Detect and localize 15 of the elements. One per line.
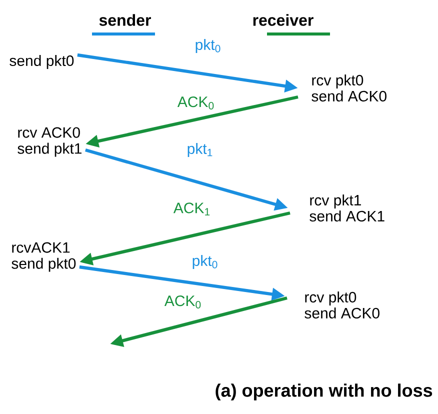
edge-label: ACK$_{1}$ [172,202,212,216]
event-text: rcv ACK0 send pkt1 [18,127,82,157]
caption: (a) operation with no loss [216,384,432,400]
event-text: rcv pkt1 send ACK1 [310,194,384,222]
edge-label: pkt$_{1}$ [186,142,214,158]
column-heading: receiver [253,14,330,36]
event-text: send pkt0 [10,55,74,69]
edge-label: ACK$_{0}$ [163,294,203,310]
edge-label: pkt$_{0}$ [194,38,222,54]
event-text: rcvACK1 send pkt0 [12,242,76,272]
edge-label: ACK$_{0}$ [176,96,216,110]
edge-label: pkt$_{0}$ [190,254,220,270]
event-text: rcv pkt0 send ACK0 [312,74,386,102]
event-text: rcv pkt0 send ACK0 [304,292,380,318]
column-heading: sender [92,14,155,36]
